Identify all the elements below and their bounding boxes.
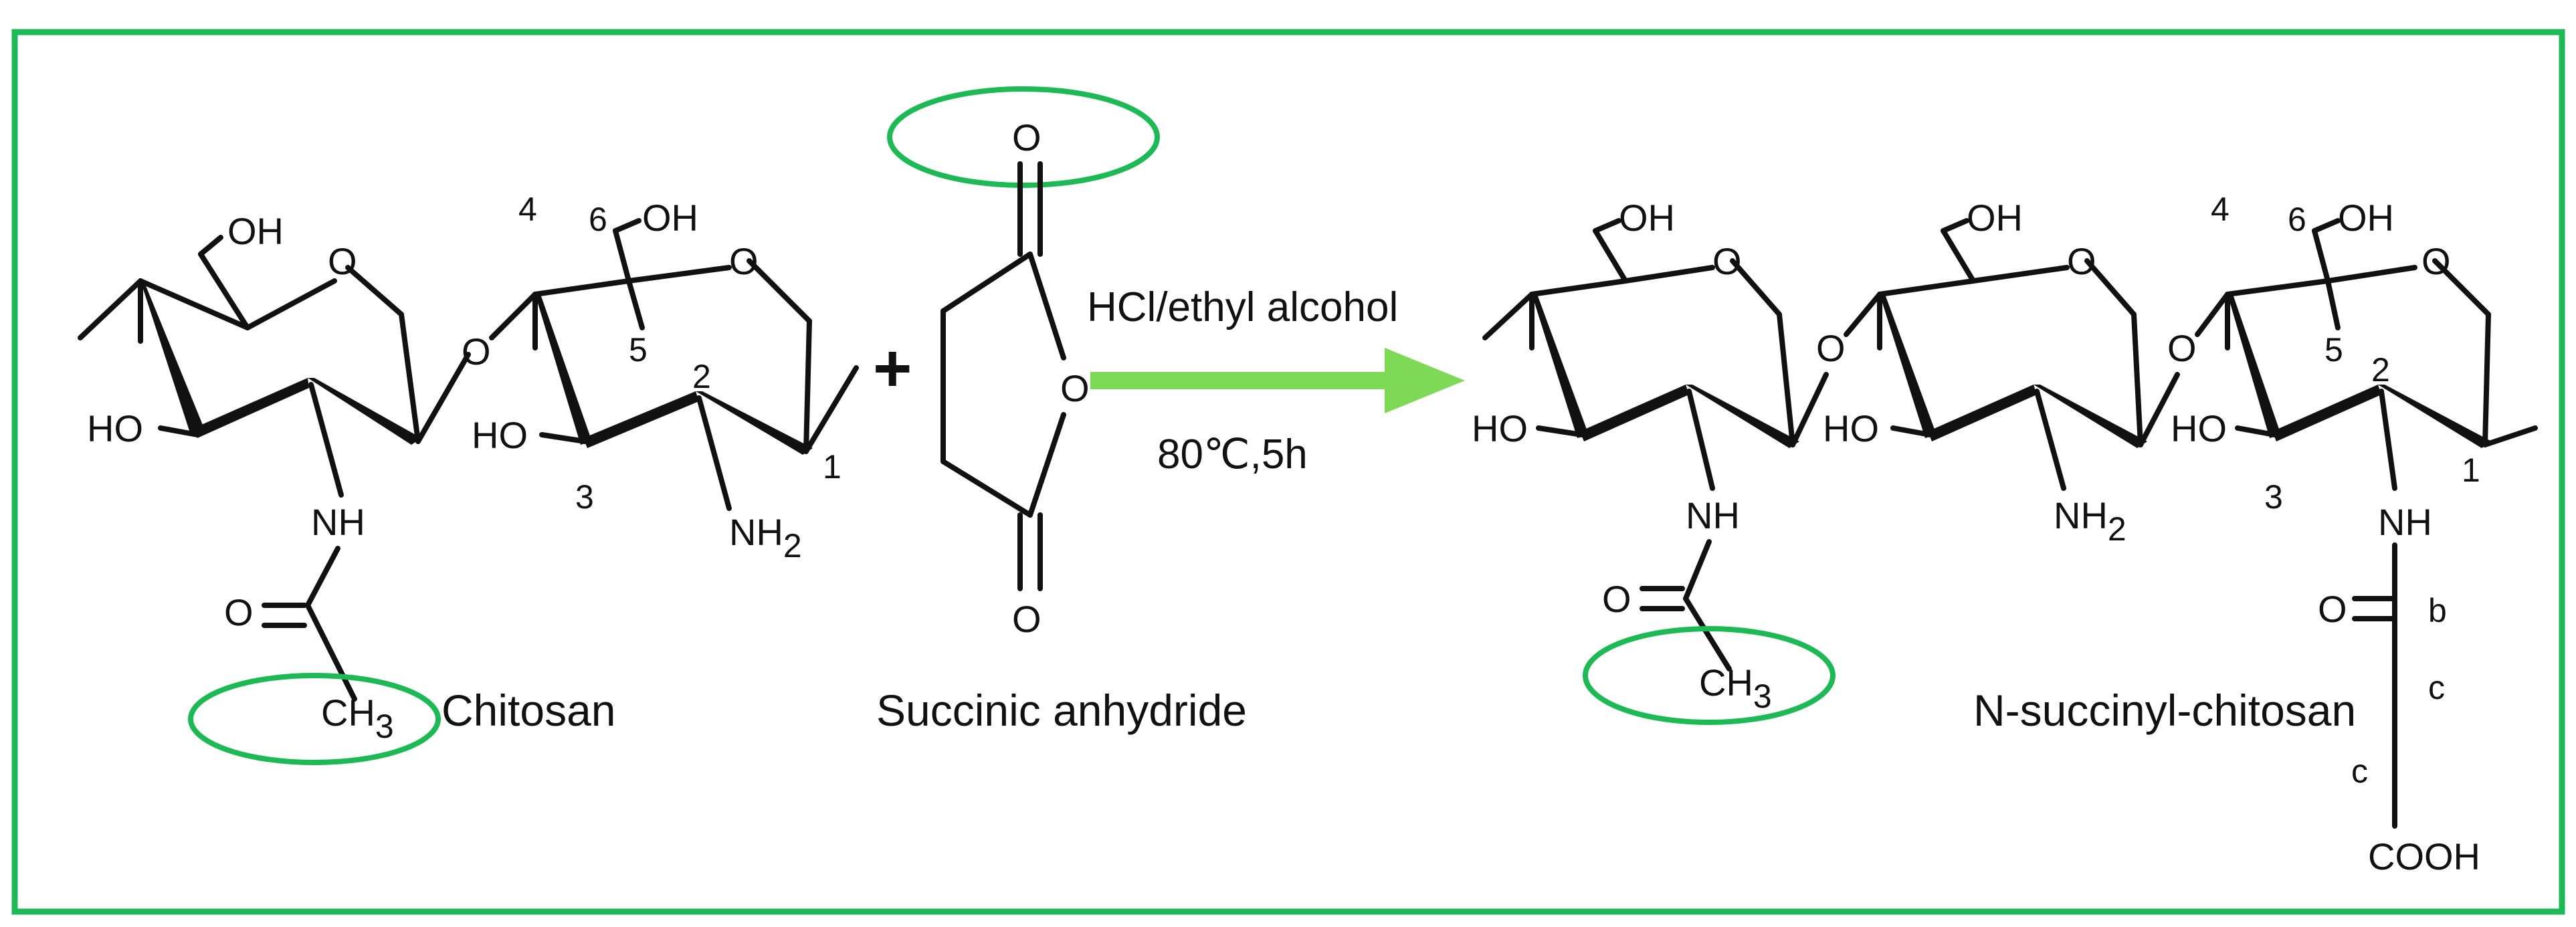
hydroxyl-label: HO xyxy=(2171,407,2227,449)
carbon-number-label: 6 xyxy=(2288,201,2306,238)
carbon-number-label: 3 xyxy=(575,478,594,516)
wedge-bond xyxy=(2272,385,2381,441)
plus-sign: + xyxy=(873,331,912,406)
ring-oxygen-label: O xyxy=(328,240,357,282)
carbon-number-label: 1 xyxy=(823,448,841,486)
hydroxyl-label: HO xyxy=(472,414,528,456)
methyl-highlight-ellipse xyxy=(1583,626,1836,725)
carbonyl-oxygen-label: O xyxy=(1012,116,1042,159)
amide-nh-label: NH xyxy=(2378,501,2432,543)
arrow-shaft xyxy=(1090,372,1385,389)
ring-oxygen-label: O xyxy=(1060,367,1090,409)
wedge-bond xyxy=(2227,294,2281,438)
wedge-bond xyxy=(2034,385,2147,448)
proton-label: c xyxy=(2351,752,2368,790)
carbon-number-label: 1 xyxy=(2462,451,2480,489)
n-succinyl-chitosan-structure: OH O HO NH O CH3 O OH O HO NH2 O xyxy=(1472,191,2538,878)
proton-label: b xyxy=(2428,592,2447,629)
hydroxyl-label: OH xyxy=(1967,197,2023,239)
carbonyl-oxygen-label: O xyxy=(224,591,254,633)
carbon-number-label: 4 xyxy=(2211,191,2230,228)
chitosan-structure: OH O HO NH O CH3 O OH O HO NH2 4 6 5 2 3… xyxy=(78,191,859,765)
hydroxyl-label: OH xyxy=(642,197,698,239)
wedge-bond xyxy=(1880,294,1937,438)
ring-oxygen-label: O xyxy=(2421,240,2451,282)
wedge-bond xyxy=(1532,294,1589,438)
wedge-bond xyxy=(1928,385,2037,441)
wedge-bond xyxy=(2378,385,2492,448)
methyl-label: CH3 xyxy=(321,692,394,745)
carbon-number-label: 5 xyxy=(2324,331,2343,369)
hydroxyl-label: OH xyxy=(227,210,284,252)
ring-oxygen-label: O xyxy=(729,240,759,282)
succinic-anhydride-structure: O O O Succinic anhydride xyxy=(876,86,1247,735)
wedge-bond xyxy=(308,378,421,445)
wedge-bond xyxy=(1686,385,1799,448)
carbon-number-label: 2 xyxy=(692,358,711,395)
hydroxyl-label: OH xyxy=(1619,197,1675,239)
condition-label: 80℃,5h xyxy=(1157,431,1308,478)
wedge-bond xyxy=(535,294,592,445)
amine-label: NH2 xyxy=(729,511,802,564)
n-succinyl-chitosan-name-label: N-succinyl-chitosan xyxy=(1973,686,2356,735)
ring-oxygen-label: O xyxy=(2067,240,2096,282)
reagent-label: HCl/ethyl alcohol xyxy=(1087,284,1398,330)
carbon-number-label: 4 xyxy=(518,191,537,228)
ring-oxygen-label: O xyxy=(1712,240,1742,282)
carbonyl-oxygen-label: O xyxy=(2318,588,2347,630)
arrow-head xyxy=(1385,348,1465,413)
proton-label: c xyxy=(2428,669,2445,706)
wedge-bond xyxy=(194,378,309,438)
methyl-highlight-ellipse xyxy=(188,673,441,765)
carbon-number-label: 5 xyxy=(629,331,648,369)
wedge-bond xyxy=(696,391,813,455)
glycosidic-oxygen-label: O xyxy=(2167,327,2197,369)
diagram-frame xyxy=(11,29,2565,915)
carboxyl-label: COOH xyxy=(2368,835,2480,878)
amide-nh-label: NH xyxy=(311,501,365,543)
carbon-number-label: 6 xyxy=(589,201,607,238)
carbonyl-oxygen-label: O xyxy=(1012,598,1042,640)
amide-nh-label: NH xyxy=(1686,494,1740,536)
hydroxyl-label: HO xyxy=(87,407,143,449)
carbonyl-oxygen-label: O xyxy=(1602,578,1631,620)
glycosidic-oxygen-label: O xyxy=(1816,327,1846,369)
succinic-anhydride-name-label: Succinic anhydride xyxy=(876,686,1247,735)
wedge-bond xyxy=(583,391,699,448)
glycosidic-oxygen-label: O xyxy=(462,330,491,373)
hydroxyl-label: OH xyxy=(2338,197,2394,239)
carbon-number-label: 2 xyxy=(2371,351,2390,389)
carbon-number-label: 3 xyxy=(2264,478,2283,516)
carbonyl-highlight-ellipse xyxy=(887,86,1160,188)
reaction-arrow: HCl/ethyl alcohol 80℃,5h xyxy=(1087,284,1465,478)
hydroxyl-label: HO xyxy=(1823,407,1879,449)
methyl-label: CH3 xyxy=(1699,661,1772,715)
hydroxyl-label: HO xyxy=(1472,407,1528,449)
amine-label: NH2 xyxy=(2054,494,2126,548)
wedge-bond xyxy=(1580,385,1689,441)
wedge-bond xyxy=(140,281,204,435)
chitosan-name-label: Chitosan xyxy=(441,686,616,735)
